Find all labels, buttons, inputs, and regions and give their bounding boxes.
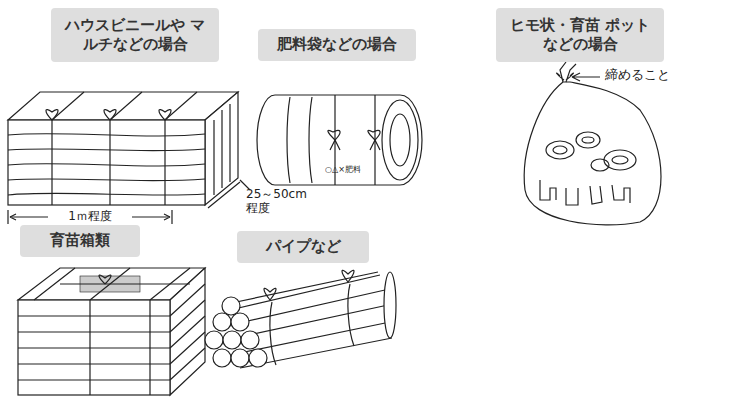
header-text: 育苗箱類	[50, 231, 110, 251]
header-text: パイプなど	[266, 237, 341, 257]
header-band: パイプなど	[237, 231, 369, 263]
header-text: ヒモ状・育苗 ポットなどの場合	[506, 16, 654, 55]
header-text: ハウスビニールや マルチなどの場合	[61, 16, 209, 55]
header-band: ヒモ状・育苗 ポットなどの場合	[496, 8, 664, 62]
header-band: 育苗箱類	[20, 225, 140, 257]
vinyl-bundle	[8, 92, 250, 224]
pipe-bundle	[205, 270, 396, 368]
header-text: 肥料袋などの場合	[277, 35, 397, 55]
note-label: 25～50cm 程度	[246, 188, 310, 216]
pot-bag	[524, 62, 661, 225]
note-label: 締めること	[605, 68, 670, 83]
note-label: 1ｍ程度	[65, 210, 115, 224]
fertilizer-bags	[257, 95, 422, 185]
note-label: ○△×肥料	[325, 165, 361, 174]
seedling-boxes	[18, 268, 205, 395]
header-band: 肥料袋などの場合	[258, 29, 416, 61]
header-band: ハウスビニールや マルチなどの場合	[51, 8, 219, 62]
